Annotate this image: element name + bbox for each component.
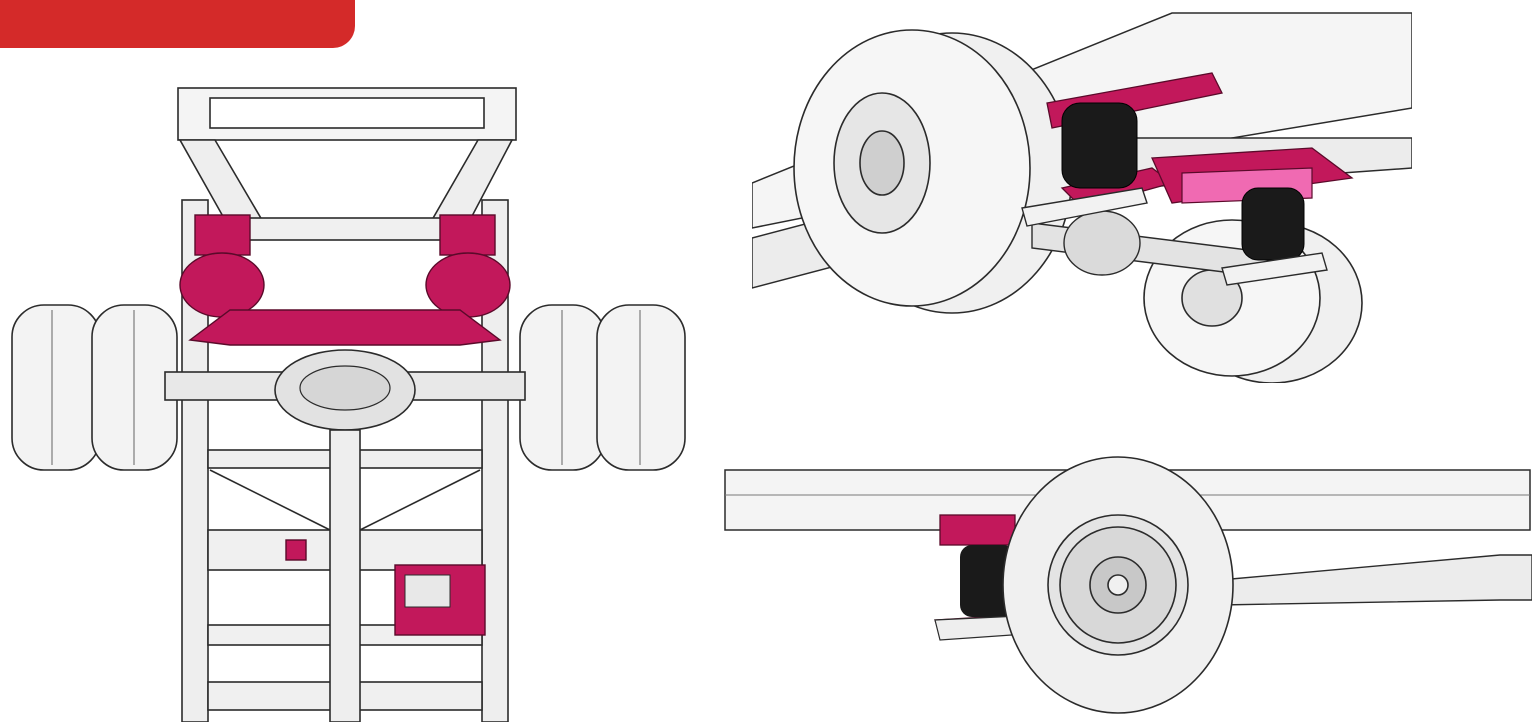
air-spring-rear [1241,187,1305,261]
upper-bracket-left [194,214,251,256]
side-wheel [1002,456,1234,714]
trailing-arm-front [1021,187,1148,227]
air-spring-right [425,252,511,318]
title-banner [0,0,355,48]
differential-housing [1063,210,1141,276]
air-springs [1061,102,1305,261]
rear-tires-left [11,304,178,471]
near-dual-tire [793,29,1073,314]
isometric-view-panel [752,8,1412,383]
isometric-view-drawing [752,12,1412,383]
air-spring-left [179,252,265,318]
driveshaft [329,429,361,722]
trailing-arm-rear [1221,252,1328,286]
rear-tires-right [519,304,686,471]
top-view-panel [0,0,700,722]
air-spring-front [1061,102,1138,189]
side-air-spring [960,545,1015,617]
side-driveshaft [1219,554,1532,606]
side-view-drawing [724,456,1532,714]
top-view-drawing [11,87,686,722]
upper-bracket-right [439,214,496,256]
trailing-arm-crossbar [188,309,502,346]
control-module [404,574,451,608]
side-view-panel [720,455,1532,722]
air-suspension-top-view [179,214,511,636]
